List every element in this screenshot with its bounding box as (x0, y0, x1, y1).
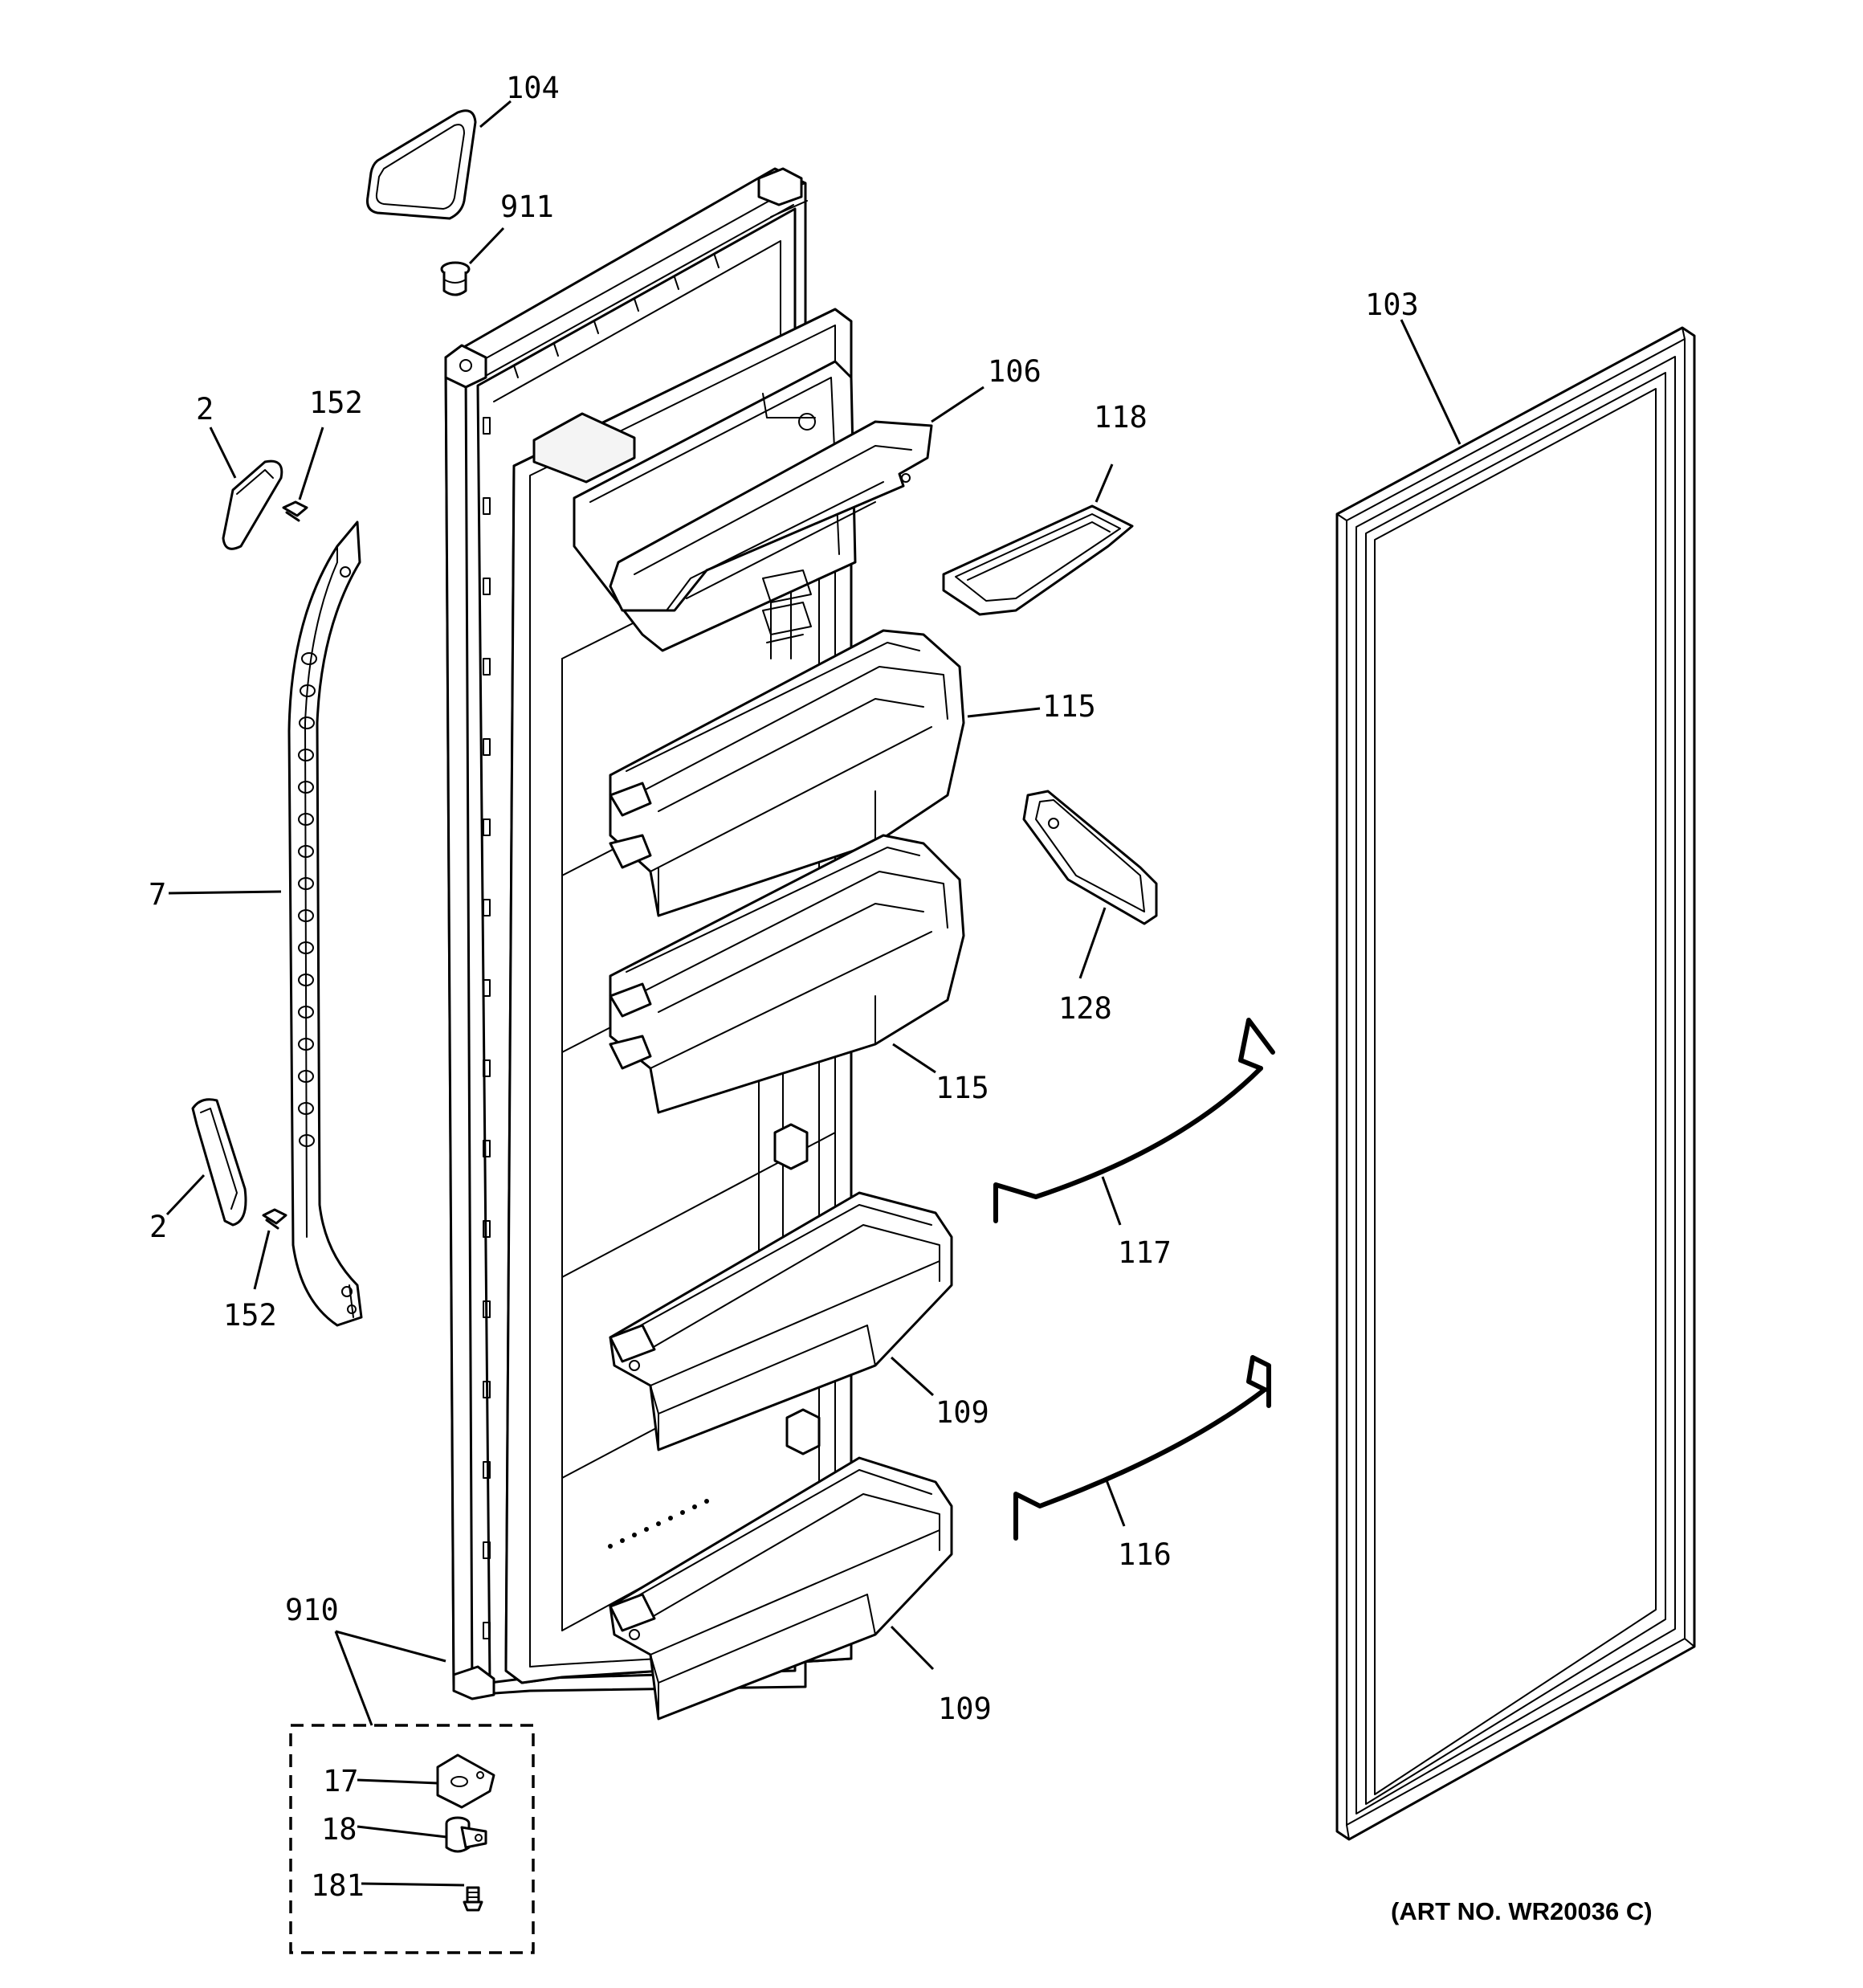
door-bin-109-lower (609, 1456, 953, 1721)
flipper-128 (1022, 790, 1158, 925)
handle-grip-bumps (298, 652, 317, 1147)
hinge-plate-17 (436, 1753, 495, 1809)
callout-2-bottom: 2 (149, 1210, 167, 1244)
callout-109-upper: 109 (936, 1395, 989, 1430)
cap-911 (440, 261, 471, 296)
callout-104: 104 (506, 71, 560, 105)
callout-7: 7 (149, 877, 166, 912)
callout-118: 118 (1094, 400, 1148, 435)
hinge-pin-18 (445, 1816, 487, 1853)
door-edge-studs (483, 417, 491, 1639)
handle-7 (287, 520, 363, 1327)
end-cap-2-bottom (191, 1098, 247, 1227)
callout-911: 911 (500, 190, 554, 224)
hinge-screw-181 (463, 1886, 483, 1912)
hinge-kit-910 (289, 1724, 535, 1954)
dot-row (608, 1499, 709, 1549)
screw-152-bottom (262, 1208, 287, 1230)
callout-2-top: 2 (196, 392, 214, 427)
door-bin-109-upper (609, 1191, 953, 1451)
door-top-notches (513, 255, 720, 378)
callout-103: 103 (1365, 288, 1419, 322)
cover-104 (366, 109, 477, 220)
wire-rail-116 (1013, 1355, 1271, 1541)
end-cap-2-top (222, 459, 283, 550)
callout-115-lower: 115 (936, 1071, 989, 1105)
callout-116: 116 (1118, 1537, 1172, 1572)
hinge-kit-box (289, 1724, 535, 1954)
tray-118 (942, 504, 1134, 616)
callout-109-lower: 109 (938, 1692, 992, 1726)
callout-128: 128 (1058, 991, 1112, 1026)
wire-rail-117 (993, 1018, 1275, 1223)
art-number: (ART NO. WR20036 C) (1391, 1897, 1653, 1925)
callout-152-top: 152 (309, 386, 363, 420)
callout-18: 18 (321, 1812, 357, 1847)
callout-181: 181 (311, 1868, 365, 1903)
dairy-compartment (573, 360, 933, 652)
door-bin-115-upper (609, 629, 965, 917)
callout-106: 106 (988, 354, 1042, 389)
callout-117: 117 (1118, 1235, 1172, 1270)
callout-115-upper: 115 (1042, 689, 1096, 724)
callout-17: 17 (323, 1764, 359, 1798)
callout-labels: 104 911 103 106 118 2 152 115 128 7 115 … (149, 71, 1653, 1925)
door-bin-115-lower (609, 834, 965, 1114)
callout-152-bottom: 152 (223, 1298, 277, 1333)
door-gasket (1335, 326, 1696, 1841)
screw-152-top (282, 500, 308, 522)
callout-910: 910 (285, 1593, 339, 1627)
leader-lines (165, 100, 1461, 1887)
